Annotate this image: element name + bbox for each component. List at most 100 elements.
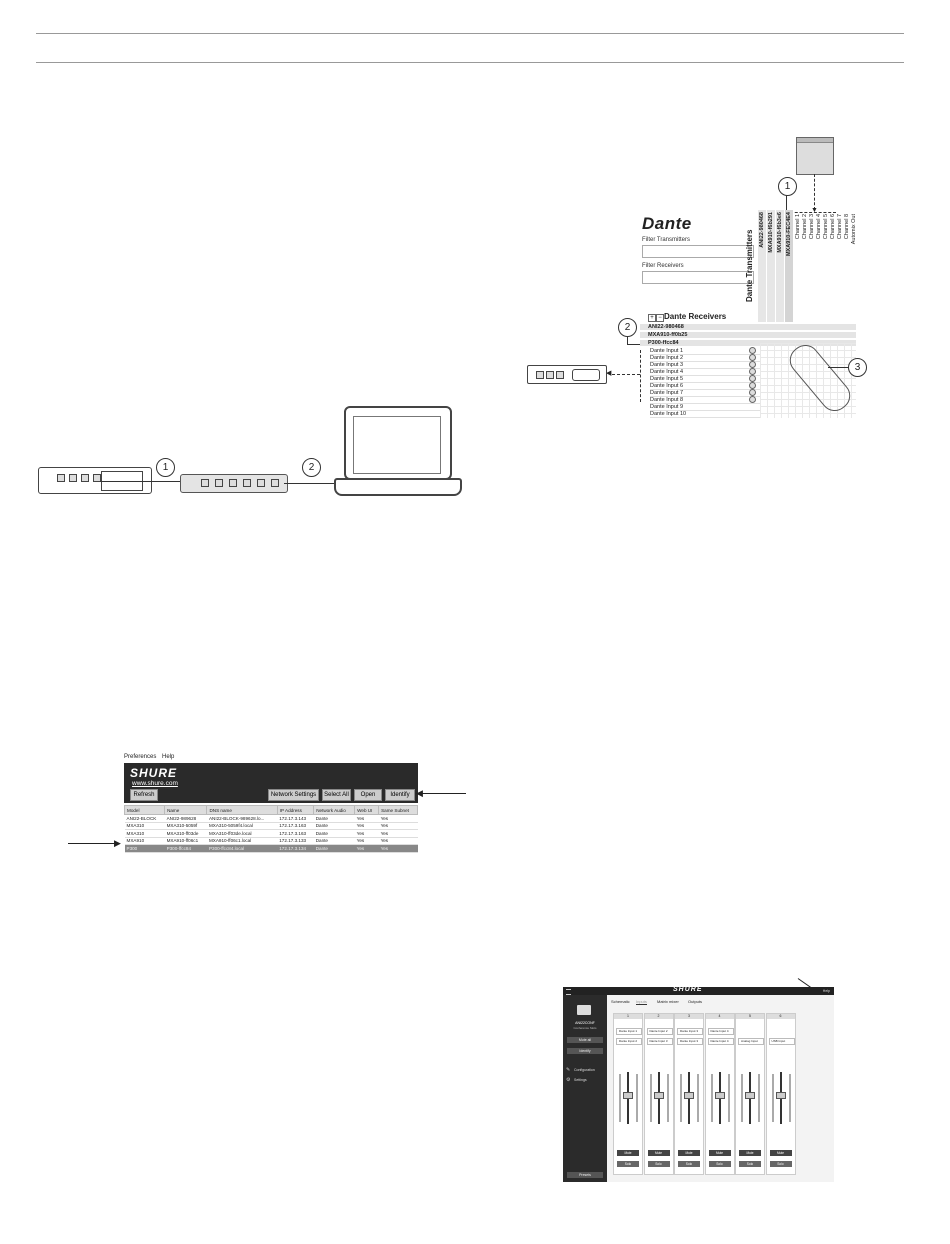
channel-name-box[interactable]: USB Input — [768, 1038, 795, 1045]
table-cell: MXA910-ff06c1.local — [206, 837, 278, 845]
tab-inputs[interactable]: Inputs — [636, 999, 647, 1005]
fader-knob[interactable] — [714, 1092, 725, 1099]
table-cell: ANI22-989628 — [164, 814, 207, 823]
menu-preferences[interactable]: Preferences — [124, 754, 157, 760]
column-header[interactable]: Same Subnet — [378, 805, 418, 815]
solo-button[interactable]: Solo — [769, 1161, 792, 1167]
channel-name-box[interactable]: Dante Input 4 — [707, 1038, 734, 1045]
solo-button[interactable]: Solo — [739, 1161, 761, 1167]
dante-input-row[interactable]: Dante Input 10 — [650, 411, 760, 418]
menu-icon[interactable] — [566, 989, 571, 995]
select-all-button[interactable]: Select All — [322, 789, 351, 801]
channel-name-box[interactable]: Dante Input 3 — [646, 1038, 673, 1045]
channel-name-box[interactable]: Dante Input 2 — [616, 1038, 642, 1045]
filter-transmitters-input[interactable] — [642, 245, 754, 258]
web-app-sidebar: ANI22CONF Conference Slots — [563, 995, 607, 1182]
collapse-icon[interactable]: − — [656, 314, 664, 322]
expand-icon[interactable]: + — [648, 314, 656, 322]
channel-source-box[interactable]: Dante Input 4 — [707, 1028, 734, 1035]
solo-button[interactable]: Solo — [617, 1161, 639, 1167]
column-header[interactable]: IP Address — [276, 805, 315, 815]
dante-input-row[interactable]: Dante Input 9 — [650, 404, 760, 411]
filter-receivers-input[interactable] — [642, 271, 754, 284]
cable-1 — [100, 481, 192, 482]
fader-knob[interactable] — [775, 1092, 786, 1099]
mute-button[interactable]: Mute — [647, 1150, 670, 1156]
column-header[interactable]: DNS name — [206, 805, 278, 815]
identify-button[interactable]: Identify — [567, 1048, 603, 1054]
shure-logo: SHURE — [673, 986, 703, 993]
switch-port — [215, 479, 223, 487]
column-header[interactable]: Network Audio — [313, 805, 356, 815]
input-label: Dante Input 6 — [650, 383, 684, 389]
dante-input-row[interactable]: Dante Input 8 — [650, 396, 760, 404]
solo-button[interactable]: Solo — [708, 1161, 731, 1167]
network-settings-button[interactable]: Network Settings — [268, 789, 319, 801]
fader-knob[interactable] — [653, 1092, 664, 1099]
channel-source-box[interactable]: Dante Input 2 — [646, 1028, 673, 1035]
mute-button[interactable]: Mute — [739, 1150, 761, 1156]
identify-button[interactable]: Identify — [385, 789, 415, 801]
mute-all-button[interactable]: Mute all — [567, 1037, 603, 1043]
routing-grid[interactable] — [760, 343, 856, 418]
mute-button[interactable]: Mute — [617, 1150, 639, 1156]
dante-input-row[interactable]: Dante Input 4 — [650, 368, 760, 376]
transmitter-name[interactable]: ANI22-980468 — [759, 212, 765, 248]
dante-input-row[interactable]: Dante Input 2 — [650, 354, 760, 362]
menu-help[interactable]: Help — [162, 754, 175, 760]
column-header[interactable]: Name — [164, 805, 208, 815]
dante-input-row[interactable]: Dante Input 3 — [650, 361, 760, 369]
dante-input-row[interactable]: Dante Input 5 — [650, 375, 760, 383]
wrench-icon: ✎ — [566, 1067, 571, 1073]
dante-input-row[interactable]: Dante Input 6 — [650, 382, 760, 390]
tx-channel: Channel 8 — [844, 214, 850, 240]
shure-url[interactable]: www.shure.com — [132, 780, 178, 787]
channel-source-box[interactable]: Dante Input 3 — [677, 1028, 703, 1035]
receiver-row[interactable]: P300-ffcc84 — [640, 340, 856, 346]
refresh-button[interactable]: Refresh — [130, 789, 158, 801]
thumbnail-arrow-line — [814, 174, 815, 210]
channel-name-box[interactable]: Analog Input — [738, 1038, 764, 1045]
mute-button[interactable]: Mute — [769, 1150, 792, 1156]
mute-button[interactable]: Mute — [708, 1150, 731, 1156]
channel-name-box[interactable]: Dante Input 3 — [677, 1038, 703, 1045]
mute-button[interactable]: Mute — [678, 1150, 700, 1156]
fader-knob[interactable] — [684, 1092, 694, 1099]
input-label: Dante Input 10 — [650, 411, 687, 417]
solo-button[interactable]: Solo — [647, 1161, 670, 1167]
sidebar-item-configuration[interactable]: Configuration — [574, 1068, 595, 1072]
dante-input-row[interactable]: Dante Input 1 — [650, 347, 760, 355]
tab-schematic[interactable]: Schematic — [611, 999, 630, 1004]
table-cell: MXA310-ff03de — [164, 829, 207, 838]
input-label: Dante Input 1 — [650, 348, 684, 354]
sidebar-item-settings[interactable]: Settings — [574, 1078, 587, 1082]
tab-outputs[interactable]: Outputs — [688, 999, 703, 1004]
dante-input-row[interactable]: Dante Input 7 — [650, 389, 760, 397]
help-link[interactable]: Help — [822, 989, 830, 993]
device-icon — [577, 1005, 591, 1015]
column-header[interactable]: Web UI — [354, 805, 380, 815]
menu-bar: Preferences Help — [124, 753, 418, 762]
fader-knob[interactable] — [745, 1092, 755, 1099]
receiver-row[interactable]: MXA910-ff0b25 — [640, 332, 856, 338]
fader-knob[interactable] — [623, 1092, 633, 1099]
open-button[interactable]: Open — [354, 789, 382, 801]
channel-source-box[interactable]: Dante Input 1 — [616, 1028, 642, 1035]
transmitter-name[interactable]: MXA910-f6b291 — [768, 212, 774, 253]
subscribed-icon — [749, 396, 756, 403]
table-cell: Yes — [354, 844, 379, 853]
tab-matrix-mixer[interactable]: Matrix mixer — [657, 999, 679, 1004]
solo-button[interactable]: Solo — [678, 1161, 700, 1167]
presets-button[interactable]: Presets — [567, 1172, 603, 1178]
level-meter — [619, 1074, 621, 1122]
transmitter-name[interactable]: MXA910-f6b3e6 — [777, 212, 783, 253]
receiver-row[interactable]: ANI22-980468 — [640, 324, 856, 330]
table-cell: 172.17.3.133 — [277, 837, 314, 845]
transmitter-name[interactable]: MXA910-FEC4E4 — [786, 212, 792, 257]
column-header[interactable]: Model — [123, 805, 166, 815]
